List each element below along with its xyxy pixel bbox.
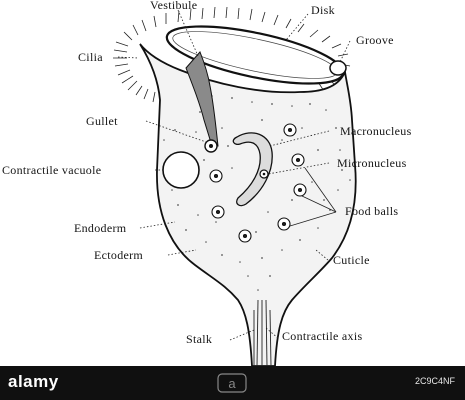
label-stalk: Stalk — [186, 332, 212, 346]
vorticella-diagram: Vestibule Disk Cilia Groove Gullet Macro… — [2, 0, 412, 367]
leader-lines — [117, 9, 351, 341]
contractile-axis — [253, 299, 272, 367]
cell-body — [139, 43, 357, 367]
macronucleus — [232, 132, 273, 207]
label-macronucleus: Macronucleus — [340, 124, 412, 138]
watermark-footer: alamy a 2C9C4NF — [0, 366, 465, 400]
food-balls — [209, 123, 307, 243]
label-contractile-axis: Contractile axis — [282, 329, 362, 343]
image-id: 2C9C4NF — [414, 376, 455, 386]
label-micronucleus: Micronucleus — [337, 156, 407, 170]
cytoplasm-granules — [163, 95, 351, 291]
food-balls-leaders — [289, 167, 337, 227]
label-ectoderm: Ectoderm — [94, 248, 143, 262]
label-disk: Disk — [311, 3, 335, 17]
label-food-balls: Food balls — [345, 204, 398, 218]
cilia-fringe — [113, 6, 351, 107]
brand-logo: alamy — [8, 372, 59, 391]
watermark-logo-icon: a — [217, 373, 247, 393]
groove — [329, 60, 347, 76]
label-gullet: Gullet — [86, 114, 118, 128]
label-contractile-vacuole: Contractile vacuole — [2, 163, 101, 177]
svg-text:a: a — [228, 376, 236, 391]
label-endoderm: Endoderm — [74, 221, 127, 235]
label-cilia: Cilia — [78, 50, 103, 64]
label-vestibule: Vestibule — [150, 0, 197, 12]
contractile-vacuole — [162, 151, 200, 189]
label-groove: Groove — [356, 33, 394, 47]
vestibule — [185, 51, 219, 147]
label-cuticle: Cuticle — [333, 253, 370, 267]
